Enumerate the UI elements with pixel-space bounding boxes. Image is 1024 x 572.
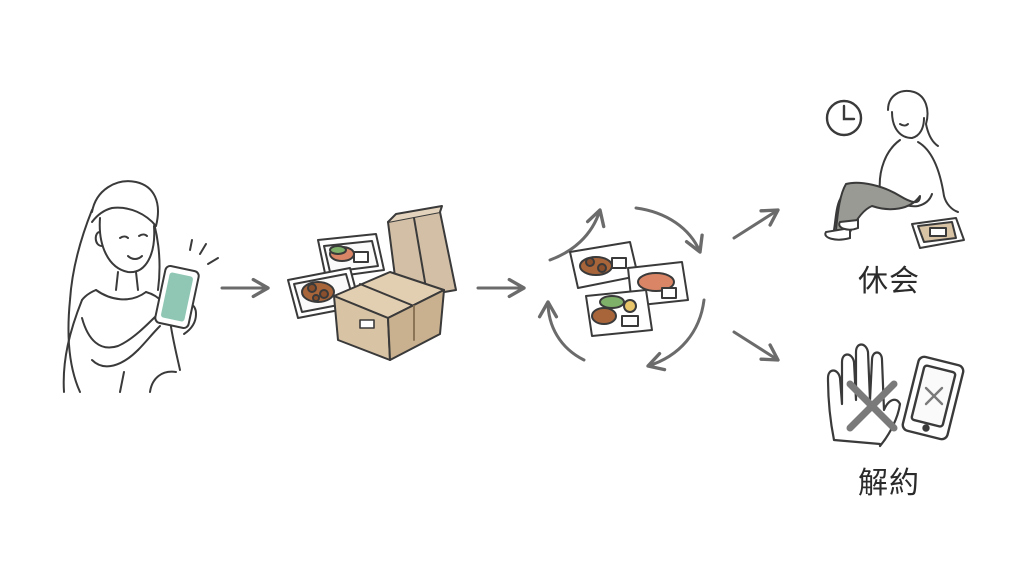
meal-tray-on-floor	[911, 217, 965, 249]
arrow-to-cancel	[732, 330, 780, 362]
phone-notification-lines	[189, 239, 219, 265]
recurring-meal-trays	[569, 241, 689, 337]
meal-kit-delivery-illustration	[287, 205, 457, 361]
cancel-label: 解約	[858, 466, 920, 501]
pause-label: 休会	[858, 264, 920, 299]
smartphone-icon	[154, 265, 200, 329]
clock-icon	[825, 99, 863, 137]
hand-cross-icon	[846, 380, 898, 432]
resting-woman-shoes	[824, 218, 859, 241]
phone-cancel-icon	[901, 355, 965, 441]
arrow-to-pause	[732, 208, 780, 240]
woman-ordering-illustration	[62, 180, 197, 393]
recurring-cycle-arrows	[537, 206, 706, 372]
